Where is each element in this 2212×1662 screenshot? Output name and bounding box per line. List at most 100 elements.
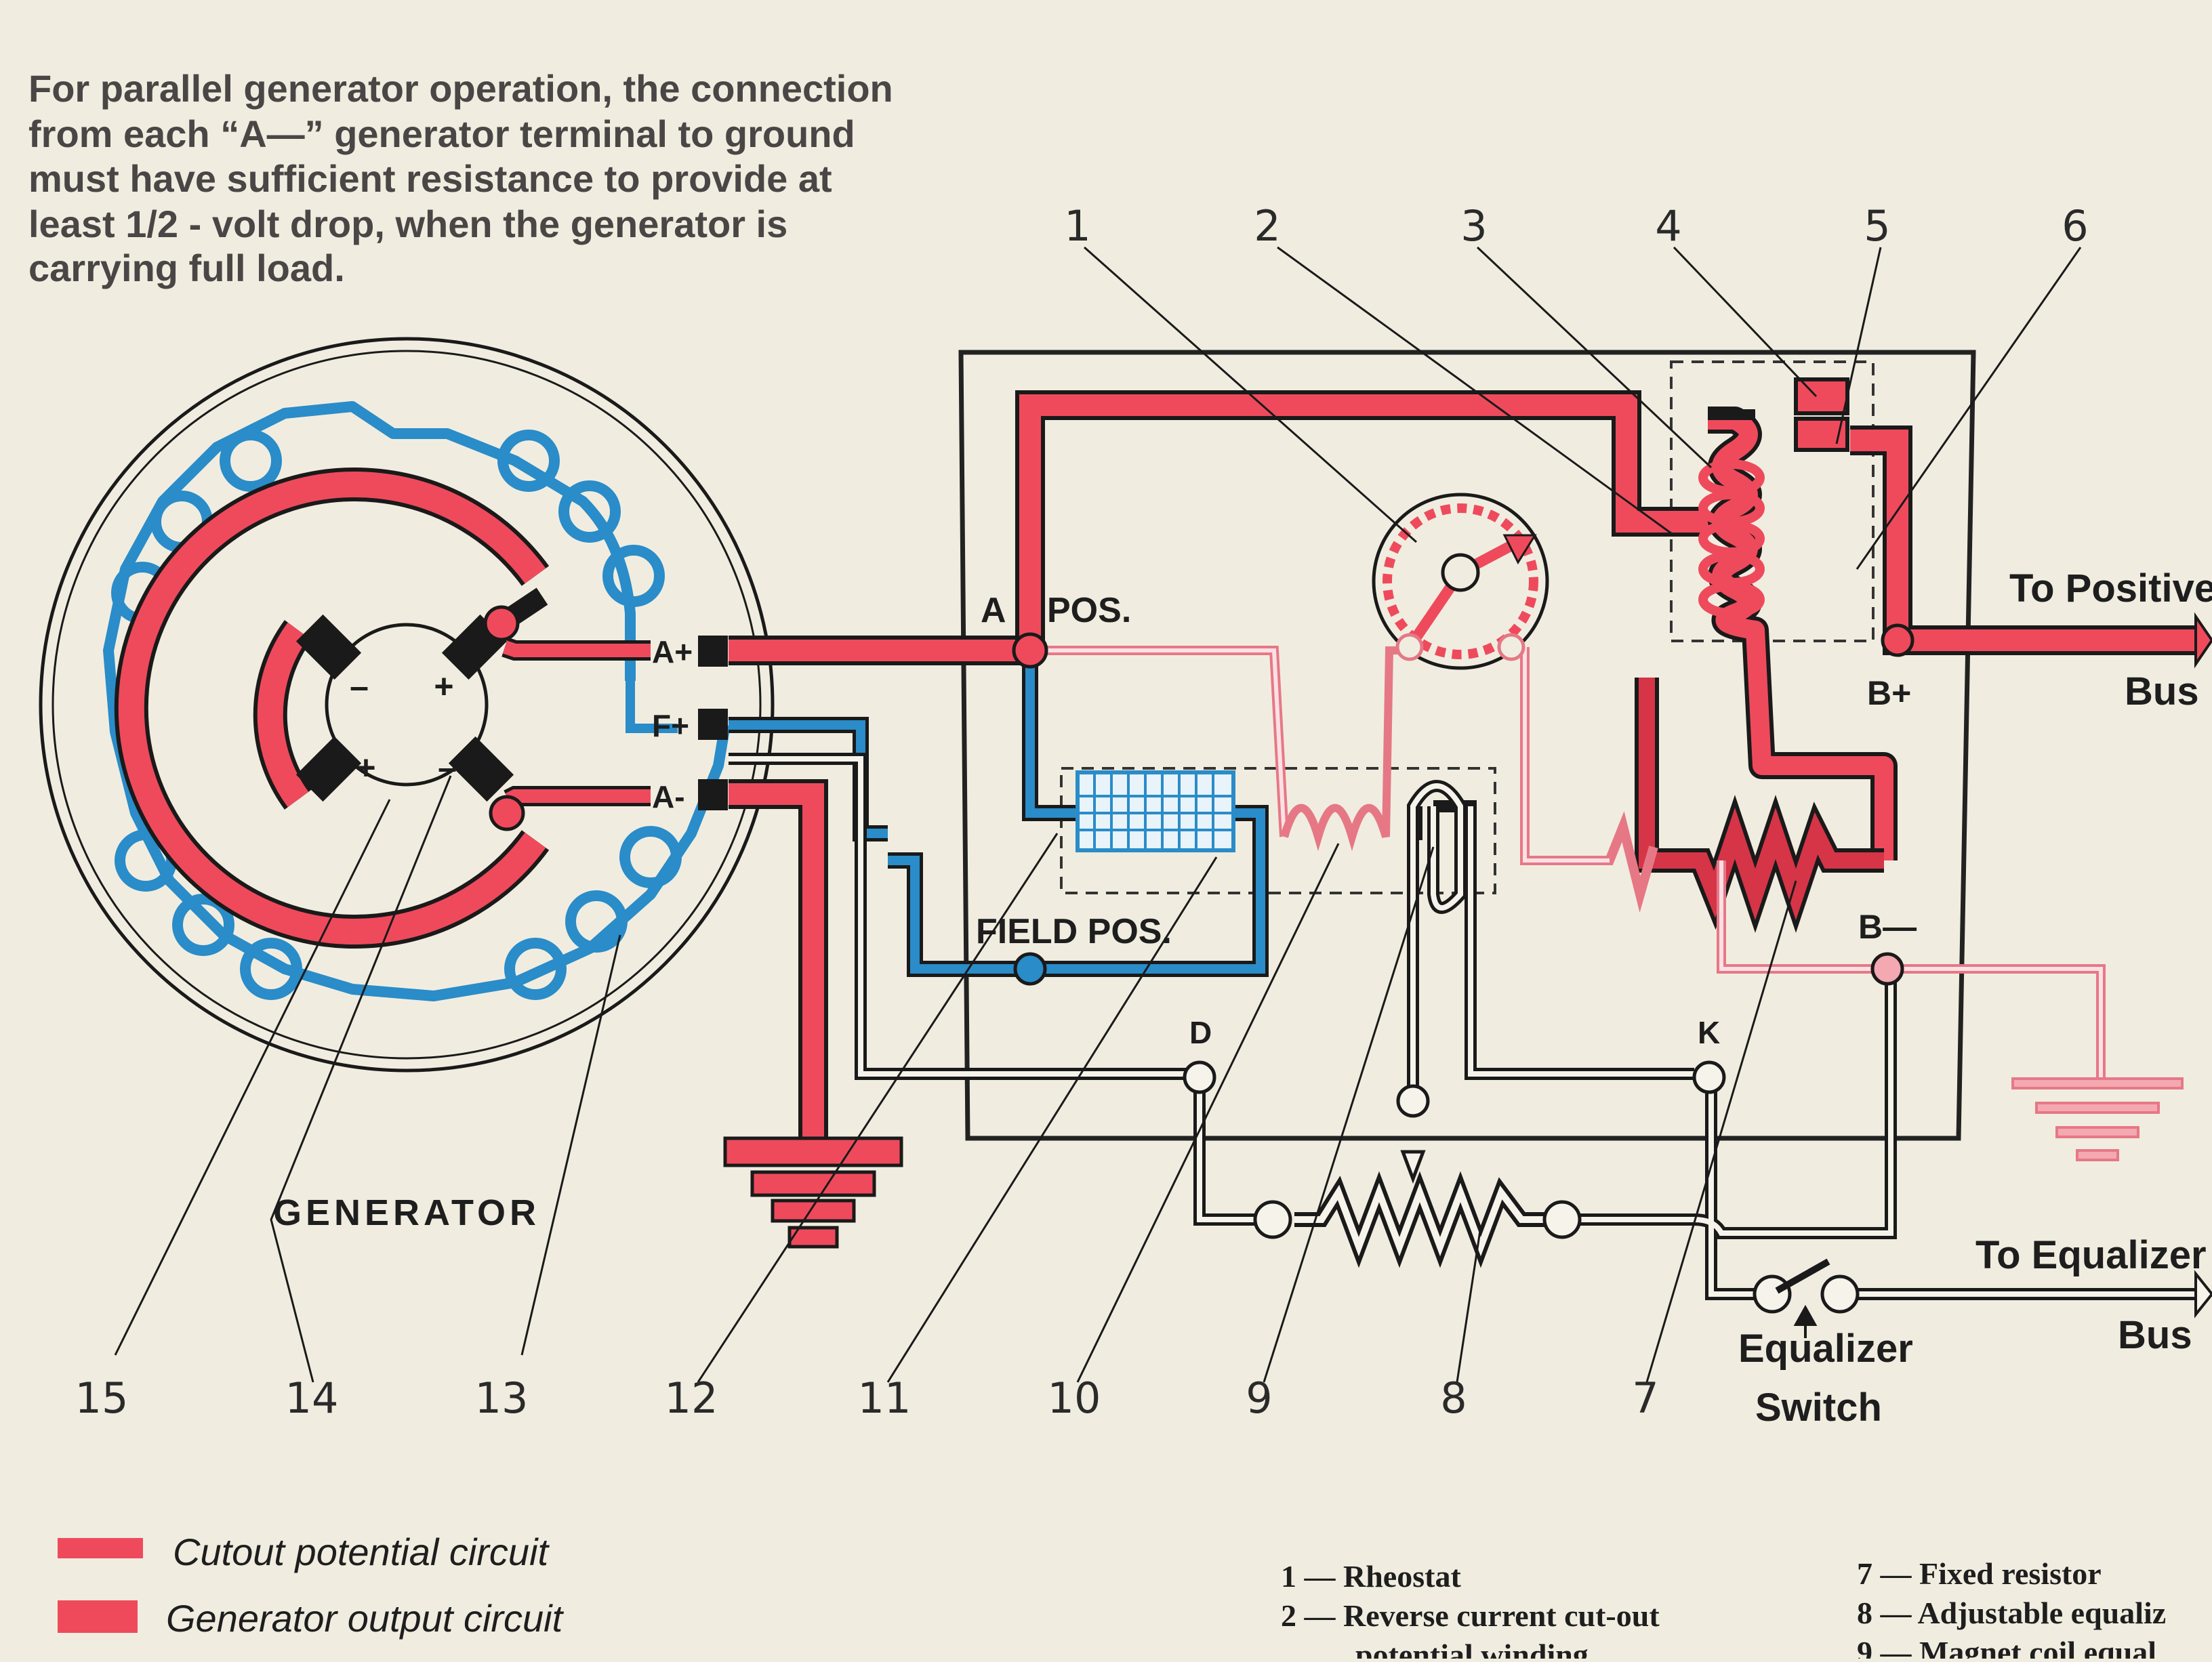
positive-bus-label: Bus — [2125, 669, 2199, 713]
legend: Cutout potential circuit Generator outpu… — [58, 1531, 565, 1640]
label-d: D — [1189, 1015, 1212, 1050]
sign-minus: – — [350, 667, 369, 705]
shunt-loop — [1698, 581, 1765, 618]
key-item-2: 2 — Reverse current cut-out — [1281, 1598, 1660, 1633]
generator-label: GENERATOR — [273, 1192, 540, 1233]
field-coil — [497, 430, 560, 492]
intro-paragraph: For parallel generator operation, the co… — [28, 67, 893, 289]
equalizer-wire — [1579, 969, 1893, 1236]
callout-12: 12 — [665, 1373, 718, 1423]
armature-outer-arc — [118, 472, 546, 944]
magnet-coil — [1410, 783, 1463, 911]
shunt-coil — [1698, 459, 1765, 618]
output-wire — [1850, 430, 2196, 651]
output-wire-outline — [1015, 390, 1708, 650]
brush-lower-left — [295, 736, 362, 802]
potential-wire — [1717, 860, 2106, 1084]
equalizer-wire-outline — [1705, 1074, 1755, 1300]
equalizer-wire-outline — [1579, 969, 1897, 1239]
brush-lower-right — [448, 736, 514, 802]
resistor-terminal — [1542, 1200, 1582, 1239]
callout-15: 15 — [75, 1373, 129, 1423]
carbon-pile-discs — [1078, 772, 1233, 850]
fixed-resistor — [1639, 678, 1884, 920]
lead-a-minus — [505, 789, 651, 806]
field-coil — [619, 826, 682, 888]
sign-plus: + — [356, 749, 375, 787]
generator-frame-inner — [52, 350, 762, 1060]
label-pos: POS. — [1047, 591, 1131, 630]
terminal-d[interactable] — [1183, 1060, 1216, 1094]
intro-line-3: must have sufficient resistance to provi… — [28, 157, 832, 200]
callout-4: 4 — [1655, 201, 1681, 251]
equalizer-wire — [1410, 806, 1694, 1098]
field-coil — [602, 545, 665, 607]
rheostat-pivot — [1441, 553, 1480, 592]
leader-15 — [114, 799, 391, 1356]
potential-wire — [1520, 647, 1658, 913]
rheostat-arrow-icon — [1502, 534, 1537, 565]
ground-bar — [2076, 1149, 2119, 1161]
label-a: A — [981, 591, 1006, 630]
terminal-f-plus — [698, 709, 728, 740]
equalizer-wire — [729, 756, 1200, 1077]
callout-2: 2 — [1254, 201, 1280, 251]
leader-13 — [520, 934, 621, 1356]
field-coil — [504, 938, 567, 1000]
callout-11: 11 — [858, 1373, 912, 1423]
terminal-k[interactable] — [1692, 1060, 1726, 1094]
equalizer-switch-blade[interactable] — [1775, 1258, 1830, 1294]
field-winding — [103, 401, 731, 1001]
leader-14 — [270, 775, 452, 1383]
rheostat-terminal — [1497, 633, 1525, 661]
ground-bar — [2011, 1077, 2184, 1089]
field-wire-outline — [1022, 650, 1078, 821]
intro-line-5: carrying full load. — [28, 247, 345, 289]
adjustable-equalizing-resistor — [1294, 1150, 1559, 1268]
cutout-relay-dashed-box — [1670, 360, 1875, 642]
callout-5: 5 — [1864, 201, 1890, 251]
equalizer-bus-arrow-icon — [2194, 1270, 2212, 1318]
armature-inner-arc — [257, 622, 309, 808]
field-pos-junction — [1013, 952, 1047, 986]
rheostat — [1372, 493, 1549, 670]
leader-10 — [1076, 843, 1340, 1383]
callout-6: 6 — [2062, 201, 2088, 251]
field-wire — [888, 808, 1265, 974]
component-key: 1 — Rheostat 2 — Reverse current cut-out… — [1281, 1556, 2166, 1662]
rheostat-element — [1382, 503, 1538, 659]
field-wire — [1025, 650, 1078, 818]
resistor-slider-arrow-icon — [1400, 1150, 1426, 1184]
leader-4 — [1673, 246, 1818, 398]
leader-6 — [1856, 247, 2082, 570]
label-field-pos: FIELD POS. — [976, 912, 1172, 951]
label-k: K — [1698, 1015, 1720, 1050]
ground-bar — [723, 1136, 903, 1167]
resistor-terminal — [1253, 1200, 1292, 1239]
ground-bar — [2035, 1102, 2160, 1114]
field-coil — [240, 938, 302, 1000]
field-coil — [565, 890, 628, 953]
b-minus-junction — [1870, 952, 1904, 986]
legend-label-cutout: Cutout potential circuit — [173, 1531, 550, 1573]
generator-ground-icon — [723, 1136, 903, 1249]
leader-5 — [1835, 247, 1882, 444]
sign-plus: + — [434, 667, 453, 705]
potential-wire-highlight — [1523, 647, 1610, 863]
callout-10: 10 — [1048, 1373, 1101, 1423]
switch-terminal — [1753, 1274, 1792, 1314]
leader-8 — [1456, 1226, 1482, 1383]
b-plus-junction — [1881, 623, 1914, 657]
lead-f-plus — [626, 681, 678, 733]
positive-bus-arrow-icon — [2194, 612, 2212, 669]
a-pos-junction — [1012, 632, 1048, 669]
magnet-coil-equalizer — [1407, 780, 1467, 914]
leader-1 — [1084, 246, 1417, 543]
regulator-potential-coil — [1280, 646, 1410, 852]
generator-terminals — [698, 636, 728, 810]
commutator — [325, 623, 489, 787]
label-f-plus: F+ — [652, 708, 689, 743]
leader-3 — [1476, 246, 1713, 469]
